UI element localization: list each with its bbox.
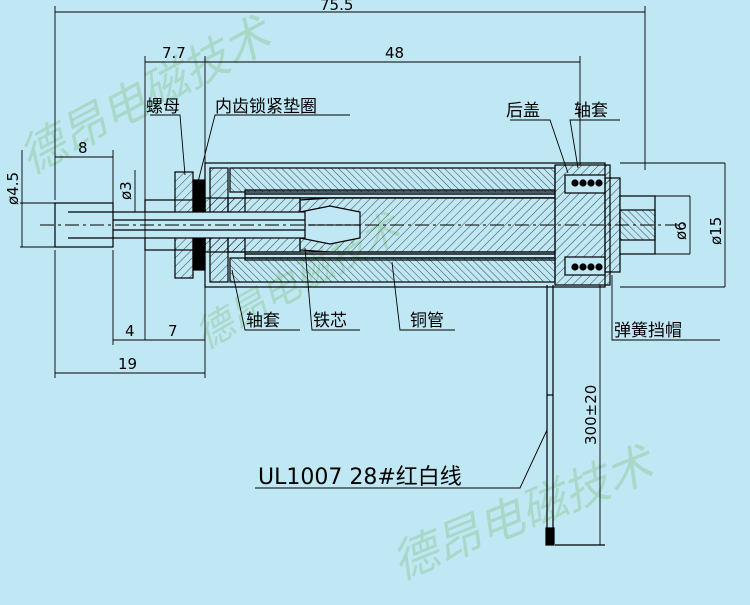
dim-shaft-end: 8 [78,139,88,157]
watermark: 德昂电磁技术 德昂电磁技术 德昂电磁技术 [10,6,664,591]
winding-bottom [244,251,556,261]
watermark-text-1: 德昂电磁技术 [10,6,283,185]
dim-nut-offset: 7.7 [162,44,186,62]
dim-gap-7: 7 [168,322,178,340]
spring [571,179,603,271]
lead-wire [545,285,605,546]
dim-stroke-19: 19 [118,355,137,373]
label-sleeve-bottom: 轴套 [246,311,280,331]
leader-lines [150,114,720,489]
coil-top [229,167,556,193]
label-spring-cap: 弹簧挡帽 [614,321,682,341]
dim-overall-length: 75.5 [320,0,353,14]
label-wire: UL1007 28#红白线 [258,465,462,490]
solenoid-body [40,162,685,288]
label-copper-tube: 铜管 [410,311,444,331]
dim-gap-4: 4 [125,322,135,340]
dim-shaft-diameter: ø3 [117,181,135,200]
winding-top [244,189,556,199]
label-rear-cover: 后盖 [506,101,540,121]
label-nut: 螺母 [146,97,180,117]
dim-body-diameter: ø15 [707,217,725,245]
dim-body-length: 48 [385,44,404,62]
dim-lead-length: 300±20 [582,385,600,445]
dim-sleeve-diameter: ø6 [672,221,690,240]
watermark-text-2: 德昂电磁技术 [384,435,664,590]
label-sleeve-top: 轴套 [574,101,608,121]
dim-tip-diameter: ø4.5 [4,172,22,205]
label-iron-core: 铁芯 [313,311,347,331]
label-lock-washer: 内齿锁紧垫圈 [215,97,317,117]
dimension-lines [20,6,726,545]
